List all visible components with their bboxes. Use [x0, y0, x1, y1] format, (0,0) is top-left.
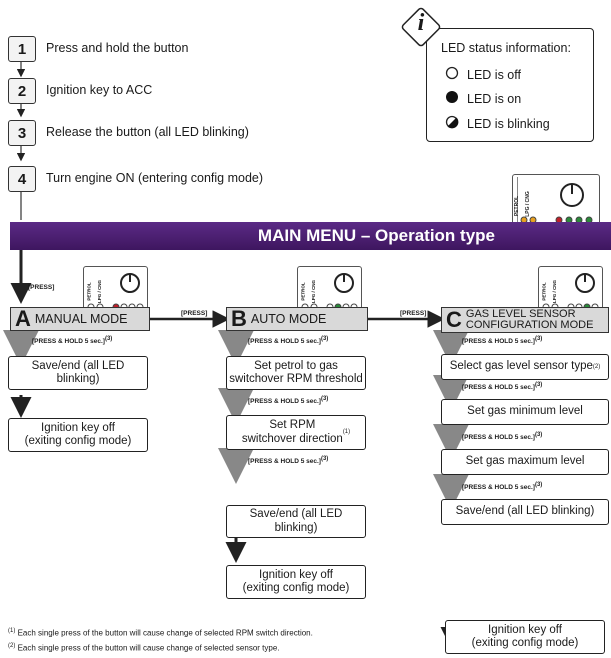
hold-label-b1: [PRESS & HOLD 5 sec.](3)	[248, 336, 329, 346]
legend-on-label: LED is on	[467, 91, 522, 106]
press-label-c: [PRESS]	[400, 310, 427, 317]
mode-a-letter: A	[15, 306, 31, 331]
hold-label-b2: [PRESS & HOLD 5 sec.](3)	[248, 396, 329, 406]
mode-a-header: A MANUAL MODE	[10, 306, 150, 331]
mode-b-letter: B	[231, 306, 247, 331]
a-save-end-box: Save/end (all LED blinking)	[8, 356, 148, 390]
step-1-number: 1	[8, 36, 36, 62]
footnote-2: (2) Each single press of the button will…	[8, 643, 280, 653]
led-legend: LED status information: LED is off LED i…	[426, 28, 594, 142]
footnote-1: (1) Each single press of the button will…	[8, 628, 313, 638]
step-2-number: 2	[8, 78, 36, 104]
c-ignition-off-box-frame: Ignition key off (exiting config mode)	[445, 620, 605, 654]
press-label-a: [PRESS]	[28, 284, 55, 291]
b-rpm-threshold-box: Set petrol to gas switchover RPM thresho…	[226, 356, 366, 390]
mode-b-name: AUTO MODE	[250, 312, 327, 326]
power-button-icon	[560, 183, 584, 207]
mode-c-header: C GAS LEVEL SENSOR CONFIGURATION MODE	[441, 307, 609, 333]
step-4-number: 4	[8, 166, 36, 192]
mode-c-name: GAS LEVEL SENSOR CONFIGURATION MODE	[465, 308, 594, 331]
b-ignition-off-box: Ignition key off (exiting config mode)	[226, 565, 366, 599]
hold-label-a1: [PRESS & HOLD 5 sec.](3)	[32, 336, 113, 346]
b-rpm-direction-box: Set RPM switchover direction(1)	[226, 415, 366, 450]
a-ignition-off-box: Ignition key off (exiting config mode)	[8, 418, 148, 452]
c-min-level-box: Set gas minimum level	[441, 399, 609, 425]
c-save-end-box: Save/end (all LED blinking)	[441, 499, 609, 525]
hold-label-c1: [PRESS & HOLD 5 sec.](3)	[462, 336, 543, 346]
info-icon: i	[398, 4, 444, 50]
legend-blinking-row: LED is blinking	[445, 115, 550, 132]
hold-label-c3: [PRESS & HOLD 5 sec.](3)	[462, 432, 543, 442]
led-blinking-icon	[445, 115, 467, 132]
legend-title: LED status information:	[441, 41, 571, 55]
legend-blinking-label: LED is blinking	[467, 116, 550, 131]
c-max-level-box: Set gas maximum level	[441, 449, 609, 475]
legend-off-label: LED is off	[467, 67, 521, 82]
led-on-icon	[445, 90, 467, 107]
hold-label-c4: [PRESS & HOLD 5 sec.](3)	[462, 482, 543, 492]
mode-c-letter: C	[446, 307, 462, 332]
c-sensor-type-box: Select gas level sensor type(2)	[441, 354, 609, 380]
step-2-text: Ignition key to ACC	[46, 83, 153, 97]
hold-label-b3: [PRESS & HOLD 5 sec.](3)	[248, 456, 329, 466]
step-3-number: 3	[8, 120, 36, 146]
step-3-text: Release the button (all LED blinking)	[46, 125, 249, 139]
led-off-icon	[445, 66, 467, 83]
mode-b-header: B AUTO MODE	[226, 306, 368, 331]
mode-a-name: MANUAL MODE	[34, 312, 128, 326]
step-4-text: Turn engine ON (entering config mode)	[46, 171, 264, 185]
step-1-text: Press and hold the button	[46, 41, 189, 55]
main-menu-banner: MAIN MENU – Operation type	[10, 222, 611, 250]
b-save-end-box: Save/end (all LED blinking)	[226, 505, 366, 538]
legend-on-row: LED is on	[445, 90, 521, 107]
legend-off-row: LED is off	[445, 66, 521, 83]
hold-label-c2: [PRESS & HOLD 5 sec.](3)	[462, 382, 543, 392]
press-label-b: [PRESS]	[181, 310, 208, 317]
controller-device-top: PETROL LPG / CNG	[512, 174, 600, 230]
